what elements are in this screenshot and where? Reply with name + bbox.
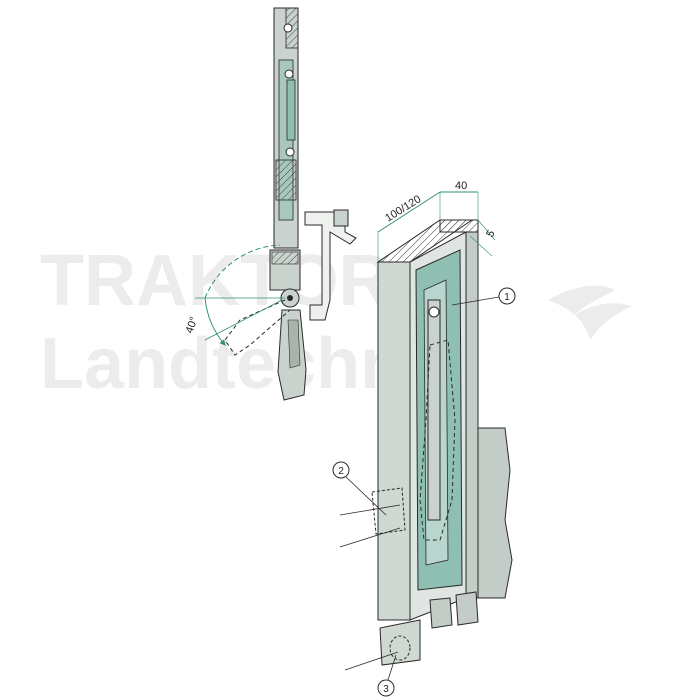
watermark-line1: TRAKTOR: [40, 241, 391, 321]
depth-dimension-label: 40: [455, 180, 467, 192]
callout-1-label: 1: [504, 292, 510, 303]
callout-1: 1: [451, 287, 516, 306]
wall-dimension-label: 5: [484, 228, 497, 239]
callout-2-label: 2: [338, 466, 344, 477]
width-dimension-label: 100/120: [383, 193, 423, 224]
callout-3-label: 3: [383, 684, 389, 695]
dimension-lines: [377, 191, 496, 262]
angle-dimension-label: 40°: [184, 315, 201, 335]
watermark-logo-icon: [548, 285, 632, 340]
rod-mechanism-detail: [195, 7, 357, 401]
callout-3: 3: [377, 654, 397, 697]
callout-2: 2: [332, 461, 387, 516]
channel-profile: [339, 219, 513, 671]
